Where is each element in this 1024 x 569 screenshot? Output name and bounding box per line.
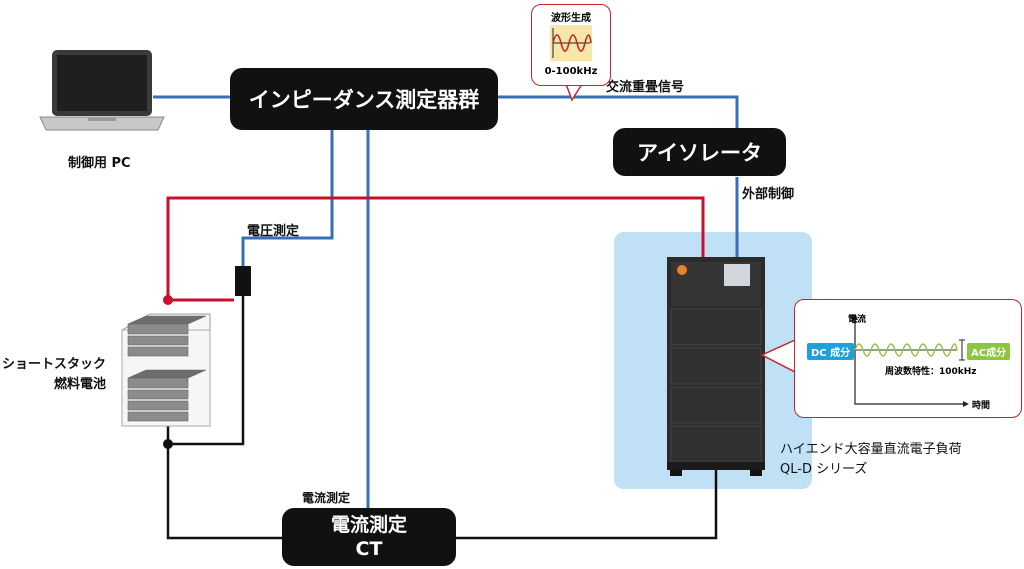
positive-node bbox=[163, 295, 173, 305]
sine-wave-icon bbox=[550, 25, 592, 61]
dc-component-tag: DC 成分 bbox=[807, 343, 855, 360]
frequency-label: 周波数特性：100kHz bbox=[885, 367, 977, 377]
fuel-cell-label-line2: 燃料電池 bbox=[54, 377, 107, 392]
electronic-load-cabinet bbox=[667, 257, 765, 476]
negative-node bbox=[163, 439, 173, 449]
meter-to-isolator-line bbox=[498, 95, 739, 128]
current-ct-box: 電流測定 CT bbox=[282, 508, 456, 566]
load-label: ハイエンド大容量直流電子負荷 QL-D シリーズ bbox=[780, 440, 962, 480]
ct-label-line1: 電流測定 bbox=[330, 514, 407, 536]
time-axis-label: 時間 bbox=[972, 401, 991, 411]
impedance-meter-box: インピーダンス測定器群 bbox=[230, 68, 498, 130]
waveform-callout: 波形生成 0-100kHz bbox=[531, 4, 611, 86]
voltage-probe bbox=[235, 266, 251, 296]
fuel-cell-stack-icon bbox=[121, 313, 211, 427]
waveform-pointer bbox=[565, 83, 583, 102]
laptop-icon bbox=[39, 50, 165, 131]
positive-line bbox=[166, 196, 705, 300]
ac-signal-label: 交流重畳信号 bbox=[606, 80, 685, 95]
waveform-title: 波形生成 bbox=[551, 13, 591, 24]
ac-component-tag: AC成分 bbox=[967, 343, 1011, 360]
ct-label-line2: CT bbox=[355, 538, 383, 560]
voltage-measure-line bbox=[241, 130, 334, 266]
voltage-measure-label: 電圧測定 bbox=[247, 224, 300, 239]
load-label-line1: ハイエンド大容量直流電子負荷 bbox=[780, 442, 962, 457]
waveform-range: 0-100kHz bbox=[544, 66, 598, 77]
negative-line bbox=[166, 410, 282, 540]
fuel-cell-label-line1: ショートスタック bbox=[2, 357, 107, 372]
external-control-label: 外部制御 bbox=[742, 187, 795, 202]
isolator-box: アイソレータ bbox=[613, 128, 786, 176]
current-measure-label: 電流測定 bbox=[302, 491, 351, 505]
ct-to-load-line bbox=[456, 468, 718, 540]
fuel-cell-label: ショートスタック 燃料電池 bbox=[2, 355, 106, 395]
pc-label: 制御用 PC bbox=[68, 156, 131, 171]
current-callout: 電流 時間 DC 成分 AC成分 周波数特性：100kHz bbox=[794, 299, 1022, 418]
voltage-probe-lower bbox=[168, 296, 245, 446]
current-axis-label: 電流 bbox=[848, 315, 867, 325]
load-label-line2: QL-D シリーズ bbox=[780, 462, 868, 477]
current-graph bbox=[852, 314, 969, 407]
